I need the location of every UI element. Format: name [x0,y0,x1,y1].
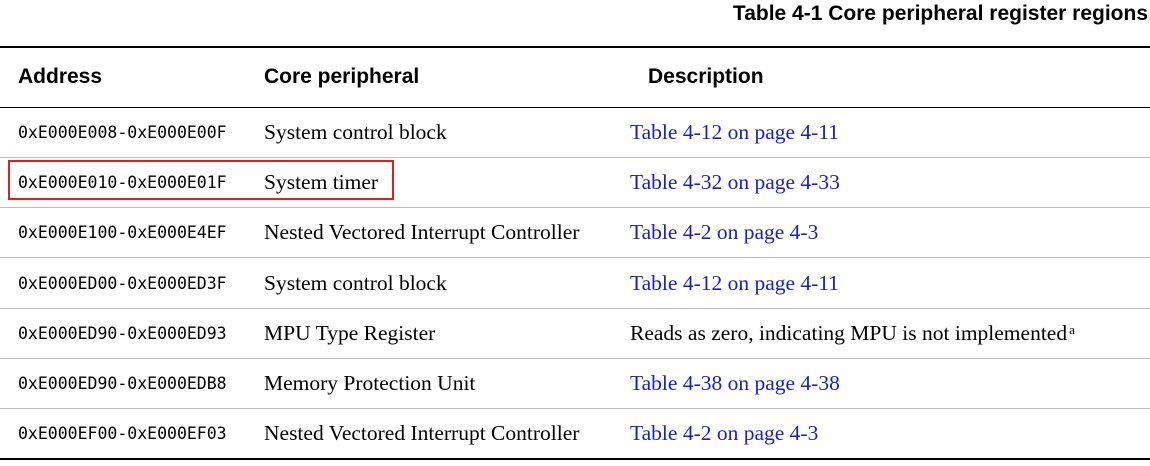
column-header-address: Address [18,65,103,89]
description-link[interactable]: Table 4-12 on page 4-11 [630,270,840,295]
table-caption: Table 4-1 Core peripheral register regio… [732,2,1148,25]
description-text: Reads as zero, indicating MPU is not imp… [630,320,1068,345]
peripheral-cell: System control block [264,119,447,144]
table-body: 0xE000E008-0xE000E00F System control bloc… [0,107,1150,460]
table-row: 0xE000ED90-0xE000EDB8 Memory Protection U… [0,358,1150,409]
footnote-marker[interactable]: a [1069,321,1075,337]
address-cell: 0xE000ED90-0xE000ED93 [18,323,227,343]
description-link-cell[interactable]: Table 4-38 on page 4-38 [630,358,1150,408]
description-link-cell[interactable]: Table 4-32 on page 4-33 [630,157,1150,207]
peripheral-cell: MPU Type Register [264,320,436,345]
column-header-peripheral: Core peripheral [264,65,420,89]
table-row: 0xE000E010-0xE000E01F System timer Table 4… [0,157,1150,208]
address-cell: 0xE000E010-0xE000E01F [18,172,227,192]
description-link[interactable]: Table 4-32 on page 4-33 [630,169,840,194]
table-row: 0xE000E100-0xE000E4EF Nested Vectored Int… [0,208,1150,258]
address-cell: 0xE000EF00-0xE000EF03 [18,424,227,444]
header-row: Address Core peripheral Description [0,47,1150,107]
address-cell: 0xE000ED00-0xE000ED3F [18,273,227,293]
peripheral-cell: Nested Vectored Interrupt Controller [264,220,580,245]
description-cell: Reads as zero, indicating MPU is not imp… [630,308,1150,358]
register-regions-table: Address Core peripheral Description 0xE0… [0,46,1150,460]
peripheral-cell: Nested Vectored Interrupt Controller [264,421,580,446]
peripheral-cell: System control block [264,270,447,295]
description-link-cell[interactable]: Table 4-2 on page 4-3 [630,409,1150,459]
peripheral-cell: System timer [264,169,379,194]
description-link-cell[interactable]: Table 4-12 on page 4-11 [630,107,1150,157]
table-header: Address Core peripheral Description [0,47,1150,107]
address-cell: 0xE000E008-0xE000E00F [18,122,227,142]
address-cell: 0xE000E100-0xE000E4EF [18,223,227,243]
description-link[interactable]: Table 4-12 on page 4-11 [630,119,840,144]
description-link[interactable]: Table 4-2 on page 4-3 [630,220,819,245]
description-link[interactable]: Table 4-38 on page 4-38 [630,371,840,396]
column-header-description: Description [648,65,764,89]
address-cell: 0xE000ED90-0xE000EDB8 [18,374,227,394]
table-row: 0xE000EF00-0xE000EF03 Nested Vectored Int… [0,409,1150,460]
table-row: 0xE000ED90-0xE000ED93 MPU Type Register Re… [0,308,1150,359]
peripheral-cell: Memory Protection Unit [264,371,476,396]
description-link[interactable]: Table 4-2 on page 4-3 [630,421,819,446]
description-link-cell[interactable]: Table 4-12 on page 4-11 [630,258,1150,308]
table-row: 0xE000E008-0xE000E00F System control bloc… [0,107,1150,158]
table-row: 0xE000ED00-0xE000ED3F System control bloc… [0,258,1150,309]
description-link-cell[interactable]: Table 4-2 on page 4-3 [630,208,1150,258]
highlight-box-system-timer [8,160,394,200]
